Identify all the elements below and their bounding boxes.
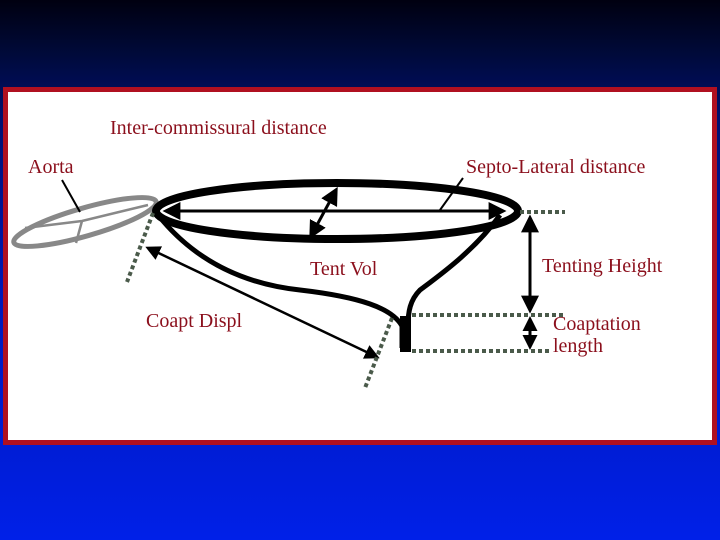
- reference-lines: [125, 210, 565, 389]
- septo-lateral-leader-line: [439, 177, 464, 211]
- coaptation-length-label-line2: length: [553, 335, 603, 357]
- tenting-height-label: Tenting Height: [542, 255, 663, 277]
- coaptation-length-label-line1: Coaptation: [553, 313, 641, 335]
- septo-lateral-label: Septo-Lateral distance: [466, 156, 646, 178]
- coapt-displ-label: Coapt Displ: [146, 310, 243, 332]
- aortic-ring: [11, 195, 159, 249]
- inter-commissural-label: Inter-commissural distance: [110, 117, 327, 139]
- coaptation-zone: [400, 316, 411, 352]
- aorta-leader-line: [61, 179, 81, 213]
- aorta-label: Aorta: [28, 156, 74, 178]
- septo-lateral-arrow: [309, 186, 338, 240]
- coapt-displ-arrow: [145, 246, 380, 359]
- tent-vol-label: Tent Vol: [310, 258, 378, 280]
